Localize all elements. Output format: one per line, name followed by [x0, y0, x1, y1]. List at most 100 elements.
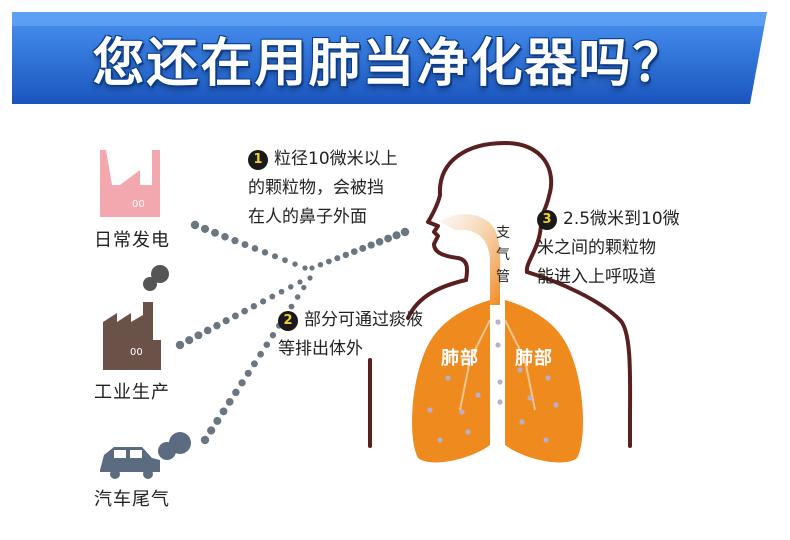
note-line: 在人的鼻子外面 — [248, 207, 367, 227]
particle-dot — [250, 303, 258, 310]
particle-dot — [200, 224, 210, 233]
car-exhaust-icon — [100, 432, 191, 479]
particle-dot — [497, 399, 503, 405]
note-line: 的颗粒物，会被挡 — [248, 178, 384, 198]
trachea-char: 支 — [496, 225, 510, 241]
note-line: 粒径10微米以上 — [274, 149, 398, 169]
particle-dot — [213, 321, 221, 330]
particle-dot — [497, 379, 503, 385]
particle-dot — [261, 249, 269, 256]
svg-text:00: 00 — [130, 347, 143, 358]
source-label-power: 日常发电 — [94, 230, 170, 251]
note-number-badge: 3 — [537, 210, 557, 230]
particle-dot — [334, 255, 341, 262]
trachea-char: 管 — [496, 269, 510, 285]
particle-dot — [307, 275, 313, 281]
particle-dot — [288, 284, 294, 290]
particle-dot — [251, 245, 259, 252]
particle-dot — [231, 237, 239, 245]
lung-particles — [427, 319, 559, 443]
particle-trails — [175, 220, 410, 445]
trachea-label: 支 气 管 — [495, 222, 511, 288]
power-plant-icon — [100, 150, 160, 217]
particle-dot — [222, 317, 230, 325]
particle-dot — [459, 409, 465, 415]
particle-dot — [185, 336, 194, 345]
particle-dot — [317, 261, 324, 268]
particle-dot — [495, 319, 501, 325]
page-title: 您还在用肺当净化器吗？ — [92, 33, 687, 94]
particle-dot — [219, 407, 228, 416]
factory-icon — [103, 265, 169, 370]
note-number-badge: 2 — [278, 311, 298, 331]
lung-label-left: 肺部 — [441, 348, 479, 369]
right-lung — [505, 300, 583, 463]
particle-dot — [269, 332, 277, 339]
particle-dot — [278, 288, 285, 295]
particle-dot — [232, 388, 240, 397]
particle-dot — [263, 341, 271, 348]
particle-dot — [465, 429, 471, 435]
particle-dot — [302, 265, 308, 271]
particle-dot — [545, 375, 551, 381]
note-line: 米之间的颗粒物 — [537, 238, 656, 258]
human-outline — [368, 141, 633, 448]
nasal-passage — [440, 214, 501, 305]
particle-dot — [238, 379, 246, 387]
particle-dot — [400, 227, 410, 237]
particle-dot — [543, 437, 549, 443]
particle-dot — [294, 294, 301, 300]
particle-dot — [207, 426, 216, 435]
particle-dot — [244, 369, 252, 377]
banner-background — [12, 12, 767, 104]
particle-dot — [241, 307, 248, 315]
particle-dot — [350, 248, 358, 255]
particle-dot — [445, 375, 451, 381]
particle-dot — [271, 253, 279, 260]
particle-dot — [257, 350, 264, 358]
note-3: 3 2.5微米到10微 米之间的颗粒物 能进入上呼吸道 — [537, 205, 680, 292]
particle-dot — [250, 360, 258, 368]
particle-dot — [241, 241, 249, 249]
source-label-car: 汽车尾气 — [94, 489, 170, 510]
source-label-industry: 工业生产 — [94, 382, 170, 403]
particle-dot — [301, 284, 307, 291]
particle-dot — [211, 228, 219, 237]
particle-dot — [282, 257, 288, 264]
particle-dot — [527, 395, 533, 401]
particle-dot — [326, 258, 332, 265]
particle-dot — [519, 419, 525, 425]
note-line: 等排出体外 — [278, 339, 363, 359]
particle-dot — [375, 238, 384, 246]
particle-dot — [359, 244, 367, 252]
particle-dot — [221, 232, 229, 241]
particle-dot — [384, 234, 392, 243]
particle-dot — [427, 407, 433, 413]
particle-dot — [475, 392, 481, 398]
particle-dot — [175, 340, 185, 350]
particle-dot — [292, 261, 298, 267]
title-banner: 您还在用肺当净化器吗？ — [12, 12, 767, 104]
particle-dot — [190, 220, 200, 230]
note-line: 能进入上呼吸道 — [537, 267, 656, 287]
note-line: 2.5微米到10微 — [563, 209, 680, 229]
left-lung — [412, 300, 490, 463]
particle-dot — [200, 435, 210, 445]
particle-dot — [259, 298, 267, 305]
lung-label-right: 肺部 — [515, 348, 553, 369]
particle-dot — [309, 265, 315, 271]
note-number-badge: 1 — [248, 150, 268, 170]
svg-text:00: 00 — [132, 199, 145, 210]
particle-dot — [392, 231, 401, 240]
trachea-char: 气 — [496, 247, 510, 263]
particle-dot — [517, 367, 523, 373]
particle-dot — [437, 437, 443, 443]
particle-dot — [203, 326, 212, 335]
particle-dot — [495, 342, 501, 348]
particle-dot — [194, 331, 203, 340]
particle-dot — [213, 416, 222, 425]
particle-dot — [297, 279, 303, 285]
note-1: 1 粒径10微米以上 的颗粒物，会被挡 在人的鼻子外面 — [248, 145, 398, 232]
